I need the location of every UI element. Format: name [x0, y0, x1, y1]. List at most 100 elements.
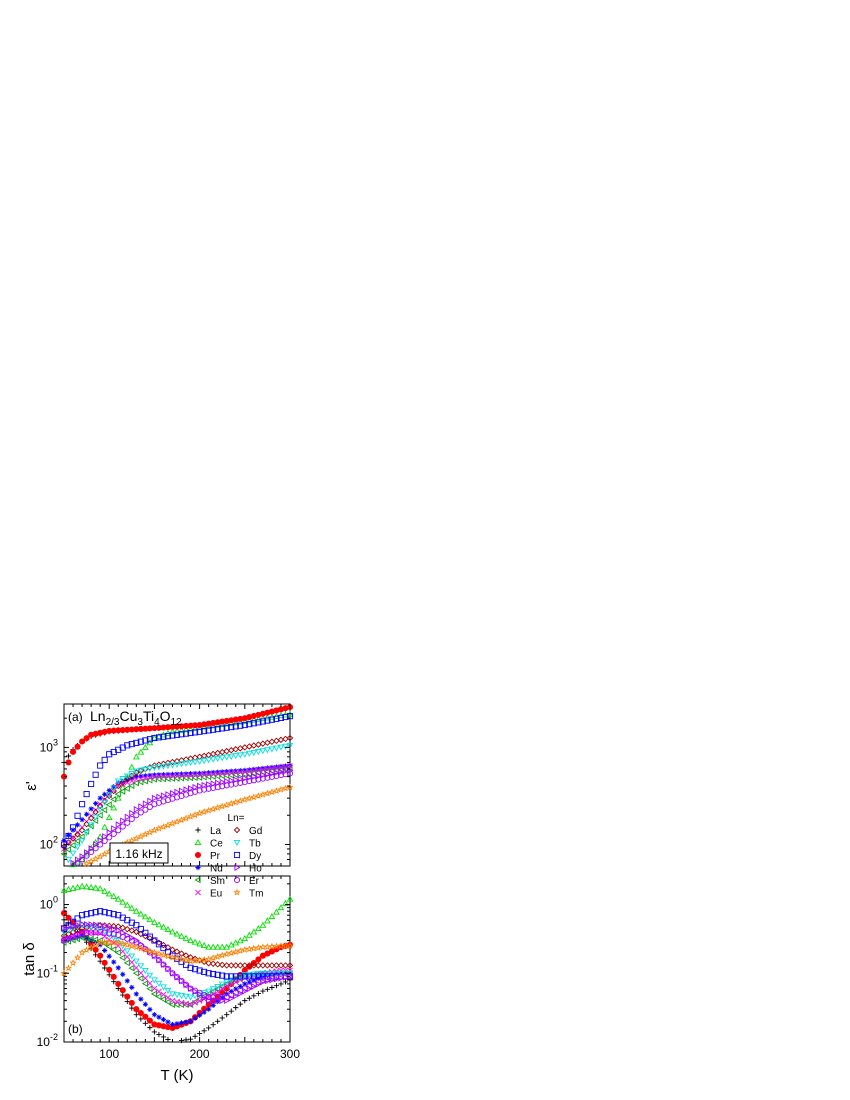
data-point-er — [273, 772, 280, 780]
data-point-tm — [263, 943, 271, 950]
data-point-gd — [209, 750, 217, 758]
data-point-gd — [228, 746, 235, 754]
data-point-tb — [173, 992, 181, 999]
data-point-dy — [273, 715, 280, 722]
data-point-ho — [79, 920, 86, 928]
data-point-dy — [160, 733, 167, 740]
data-point-tb — [137, 767, 145, 774]
data-point-la — [228, 1008, 234, 1014]
data-point-ho — [165, 791, 172, 798]
data-point-sm — [96, 811, 103, 819]
data-point-tm — [173, 817, 181, 825]
data-point-ce — [182, 726, 190, 733]
data-point-tm — [196, 809, 204, 817]
legend-marker-sm — [194, 876, 201, 884]
data-point-sm — [92, 936, 99, 944]
data-point-sm — [119, 787, 126, 795]
data-point-tb — [169, 762, 176, 769]
data-point-dy — [160, 945, 167, 952]
data-point-ho — [169, 789, 177, 797]
data-point-nd — [120, 971, 126, 977]
data-point-gd — [277, 736, 285, 744]
data-point-ce — [264, 917, 271, 924]
data-point-tm — [259, 943, 267, 951]
data-point-ho — [156, 956, 163, 964]
data-point-tb — [92, 814, 100, 821]
data-point-gd — [119, 779, 126, 786]
data-point-ce — [141, 913, 149, 920]
data-point-ce — [169, 928, 176, 935]
data-point-tb — [123, 773, 131, 780]
legend-label-gd: Gd — [249, 826, 262, 837]
data-point-sm — [69, 841, 76, 849]
data-point-tm — [128, 836, 136, 844]
data-point-tm — [164, 952, 172, 960]
data-point-nd — [246, 979, 252, 985]
data-point-eu — [124, 779, 131, 786]
data-point-ce — [200, 941, 208, 948]
data-point-dy — [151, 734, 158, 742]
data-point-nd — [201, 770, 207, 776]
legend-item-dy: Dy — [233, 851, 261, 862]
data-point-dy — [228, 973, 235, 980]
data-point-eu — [169, 773, 176, 779]
panel-b-y-axis-title: tan δ — [21, 942, 38, 975]
data-point-tb — [254, 749, 262, 756]
data-point-tb — [205, 757, 213, 764]
data-point-dy — [88, 780, 95, 788]
data-point-gd — [110, 787, 117, 795]
data-point-eu — [169, 997, 176, 1004]
data-point-tm — [101, 850, 109, 858]
data-point-tb — [65, 857, 72, 864]
data-point-er — [101, 929, 108, 936]
data-point-eu — [165, 994, 171, 1001]
data-point-nd — [84, 935, 90, 941]
data-point-tb — [236, 752, 244, 759]
series-er — [60, 928, 294, 1001]
data-point-ho — [174, 973, 181, 981]
data-point-ce — [141, 743, 149, 750]
data-point-tb — [132, 958, 140, 965]
data-point-eu — [187, 772, 194, 779]
data-point-eu — [160, 773, 167, 780]
data-point-tb — [223, 979, 231, 986]
data-point-dy — [241, 973, 248, 980]
data-point-tm — [137, 944, 145, 952]
data-point-tb — [141, 766, 149, 773]
data-point-ho — [197, 782, 204, 790]
data-point-ce — [137, 910, 145, 917]
data-point-dy — [137, 925, 144, 933]
data-point-dy — [196, 967, 203, 974]
data-point-eu — [119, 948, 126, 955]
data-point-er — [201, 786, 208, 793]
legend-label-tm: Tm — [249, 889, 263, 900]
data-point-tm — [218, 802, 226, 810]
data-point-la — [210, 1022, 216, 1028]
data-point-nd — [111, 959, 117, 965]
data-point-tb — [236, 974, 244, 981]
panel-a-title: Ln2/3Cu3Ti4O12 — [90, 708, 182, 728]
series-pr — [60, 704, 294, 780]
data-point-ce — [187, 725, 194, 732]
data-point-tm — [64, 964, 73, 972]
data-point-er — [286, 770, 294, 777]
data-point-er — [223, 782, 230, 789]
data-point-pr — [79, 738, 86, 745]
legend-label-la: La — [210, 826, 222, 837]
data-point-la — [147, 1025, 153, 1031]
y-tick-label: 102 — [40, 834, 58, 851]
data-point-tb — [164, 763, 172, 770]
data-point-eu — [183, 1000, 189, 1007]
data-point-dy — [228, 723, 235, 731]
data-point-nd — [156, 772, 162, 778]
data-point-sm — [64, 937, 72, 945]
data-point-tm — [182, 814, 190, 822]
data-point-tb — [105, 792, 113, 799]
data-point-sm — [74, 837, 81, 845]
data-point-la — [201, 1028, 207, 1034]
data-point-dy — [155, 734, 162, 741]
data-point-ce — [160, 923, 167, 930]
data-point-gd — [223, 962, 230, 969]
data-point-gd — [237, 962, 244, 969]
data-point-sm — [101, 940, 108, 947]
